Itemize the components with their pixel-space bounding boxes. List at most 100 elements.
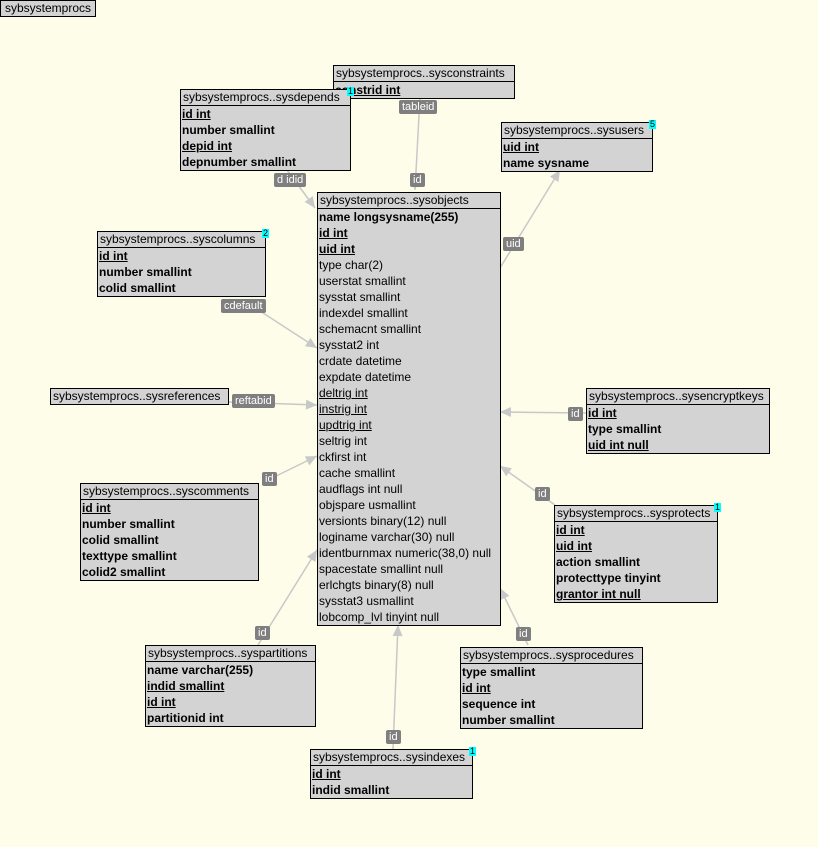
column-row[interactable]: name sysname	[503, 156, 590, 170]
table-sysreferences[interactable]: sybsystemprocs..sysreferences	[50, 388, 229, 405]
column-row[interactable]: depnumber smallint	[182, 155, 297, 169]
column-row[interactable]: versionts binary(12) null	[319, 514, 447, 528]
table-title[interactable]: sybsystemprocs..syscomments	[81, 484, 258, 500]
edge-label[interactable]: id	[568, 407, 583, 421]
column-row[interactable]: number smallint	[182, 123, 275, 137]
column-row[interactable]: id int	[319, 226, 348, 240]
edge-label[interactable]: id	[410, 173, 425, 187]
edge-label[interactable]: uid	[503, 237, 524, 251]
column-row[interactable]: updtrig int	[319, 418, 372, 432]
table-title[interactable]: sybsystemprocs..sysusers	[502, 123, 652, 139]
edge-label[interactable]: cdefault	[221, 299, 266, 313]
column-row[interactable]: id int	[462, 681, 491, 695]
table-title[interactable]: sybsystemprocs..sysreferences	[53, 389, 221, 403]
column-row[interactable]: objspare usmallint	[319, 498, 416, 512]
column-row[interactable]: seltrig int	[319, 434, 368, 448]
column-row[interactable]: sysstat smallint	[319, 290, 401, 304]
column-row[interactable]: uid int	[556, 539, 592, 553]
edge-line-sysobjects-sysusers[interactable]	[499, 169, 561, 269]
table-title[interactable]: sybsystemprocs..sysprotects	[555, 506, 717, 522]
column-row[interactable]: id int	[312, 767, 341, 781]
column-row[interactable]: number smallint	[99, 265, 192, 279]
column-row[interactable]: type smallint	[588, 422, 662, 436]
column-row[interactable]: crdate datetime	[319, 354, 402, 368]
edge-label[interactable]: id	[262, 472, 277, 486]
table-title[interactable]: sybsystemprocs..sysindexes	[311, 750, 472, 766]
column-row[interactable]: name varchar(255)	[147, 663, 254, 677]
arrowhead-icon	[500, 466, 512, 477]
column-row[interactable]: partitionid int	[147, 711, 224, 725]
column-row[interactable]: type smallint	[462, 665, 536, 679]
edge-label[interactable]: id	[516, 627, 531, 641]
column-row[interactable]: grantor int null	[556, 587, 641, 601]
edge-label[interactable]: id	[386, 730, 401, 744]
column-row[interactable]: schemacnt smallint	[319, 322, 422, 336]
edge-line-sysindexes-sysobjects[interactable]	[392, 624, 399, 750]
column-row[interactable]: sequence int	[462, 697, 536, 711]
column-row[interactable]: texttype smallint	[82, 549, 177, 563]
column-row[interactable]: sysstat3 usmallint	[319, 594, 414, 608]
table-title[interactable]: sybsystemprocs..syspartitions	[146, 646, 315, 662]
column-row[interactable]: id int	[99, 249, 128, 263]
column-row[interactable]: colid2 smallint	[82, 565, 166, 579]
table-title[interactable]: sybsystemprocs..sysprocedures	[461, 648, 642, 664]
column-row[interactable]: id int	[82, 501, 111, 515]
column-row[interactable]: deltrig int	[319, 386, 368, 400]
column-row[interactable]: type char(2)	[319, 258, 384, 272]
column-row[interactable]: uid int	[503, 140, 539, 154]
column-row[interactable]: indexdel smallint	[319, 306, 408, 320]
edge-label[interactable]: d idid	[274, 173, 307, 187]
column-row[interactable]: userstat smallint	[319, 274, 406, 288]
column-row[interactable]: indid smallint	[312, 783, 390, 797]
column-row[interactable]: id int	[588, 406, 617, 420]
column-row[interactable]: depid int	[182, 139, 232, 153]
edge-label[interactable]: id	[255, 626, 270, 640]
column-row[interactable]: number smallint	[462, 713, 555, 727]
column-row[interactable]: sysstat2 int	[319, 338, 380, 352]
column-row[interactable]: action smallint	[556, 555, 641, 569]
column-row[interactable]: audflags int null	[319, 482, 403, 496]
column-row[interactable]: loginame varchar(30) null	[319, 530, 455, 544]
column-row[interactable]: ckfirst int	[319, 450, 367, 464]
column-row[interactable]: uid int	[319, 242, 355, 256]
column-row[interactable]: uid int null	[588, 438, 649, 452]
column-row[interactable]: expdate datetime	[319, 370, 412, 384]
column-row[interactable]: protecttype tinyint	[556, 571, 661, 585]
column-row[interactable]: id int	[556, 523, 585, 537]
column-row[interactable]: indid smallint	[147, 679, 225, 693]
table-title[interactable]: sybsystemprocs..sysobjects	[318, 193, 500, 209]
column-row[interactable]: name longsysname(255)	[319, 210, 459, 224]
column-row[interactable]: colid smallint	[82, 533, 159, 547]
column-row[interactable]: id int	[147, 695, 176, 709]
column-row[interactable]: identburnmax numeric(38,0) null	[319, 546, 492, 560]
arrowhead-icon	[500, 407, 511, 417]
table-title[interactable]: sybsystemprocs..syscolumns	[98, 232, 265, 248]
edge-label[interactable]: id	[535, 487, 550, 501]
column-row[interactable]: constrid int	[335, 83, 401, 97]
schema-label[interactable]: sybsystemprocs	[0, 0, 97, 17]
column-row[interactable]: lobcomp_lvl tinyint null	[319, 610, 440, 624]
column-row[interactable]: cache smallint	[319, 466, 396, 480]
column-row[interactable]: instrig int	[319, 402, 368, 416]
column-row[interactable]: id int	[182, 107, 211, 121]
table-title[interactable]: sybsystemprocs..sysdepends	[181, 90, 350, 106]
column-row[interactable]: spacestate smallint null	[319, 562, 444, 576]
column-row[interactable]: number smallint	[82, 517, 175, 531]
column-row[interactable]: colid smallint	[99, 281, 176, 295]
column-row[interactable]: erlchgts binary(8) null	[319, 578, 434, 592]
table-title[interactable]: sybsystemprocs..sysencryptkeys	[587, 389, 769, 405]
table-title[interactable]: sybsystemprocs..sysconstraints	[334, 66, 514, 82]
edge-label[interactable]: reftabid	[232, 394, 275, 408]
edge-label[interactable]: tableid	[399, 100, 438, 114]
